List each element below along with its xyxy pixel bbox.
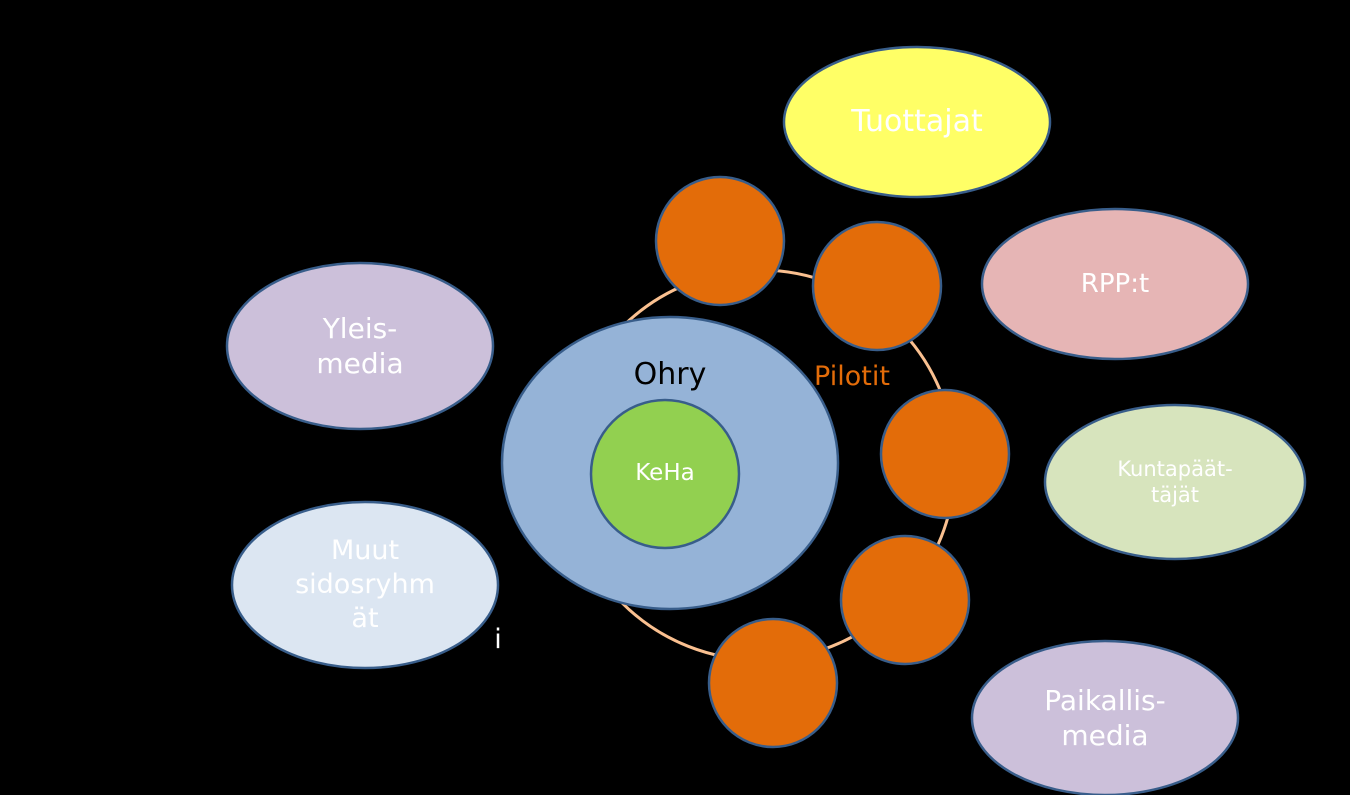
pilot-circle: [707, 617, 839, 749]
node-shape-paikallismedia: [970, 639, 1240, 795]
pilot-circle: [654, 175, 786, 307]
node-shape-muut: [230, 500, 500, 670]
node-shape-tuottajat: [782, 45, 1052, 199]
stray-text: i: [494, 624, 502, 656]
label-yleismedia: Yleis- media: [316, 312, 404, 380]
node-shape-kuntapaattajat: [1043, 403, 1307, 561]
node-shape-rpp: [980, 207, 1250, 361]
pilot-circle: [839, 534, 971, 666]
label-kuntapaattajat: Kuntapäät- täjät: [1117, 456, 1233, 507]
label-ohry: Ohry: [633, 357, 707, 393]
node-shape-keha: [589, 398, 741, 550]
label-tuottajat: Tuottajat: [851, 104, 983, 140]
label-pilotit: Pilotit: [814, 361, 890, 393]
pilot-group: [654, 175, 1011, 749]
label-rpp: RPP:t: [1080, 268, 1150, 299]
node-shape-yleismedia: [225, 261, 495, 431]
label-muut: Muut sidosryhm ät: [295, 535, 435, 634]
label-paikallismedia: Paikallis- media: [1044, 684, 1166, 752]
label-keha: KeHa: [635, 459, 695, 486]
pilot-circle: [879, 388, 1011, 520]
pilot-circle: [811, 220, 943, 352]
